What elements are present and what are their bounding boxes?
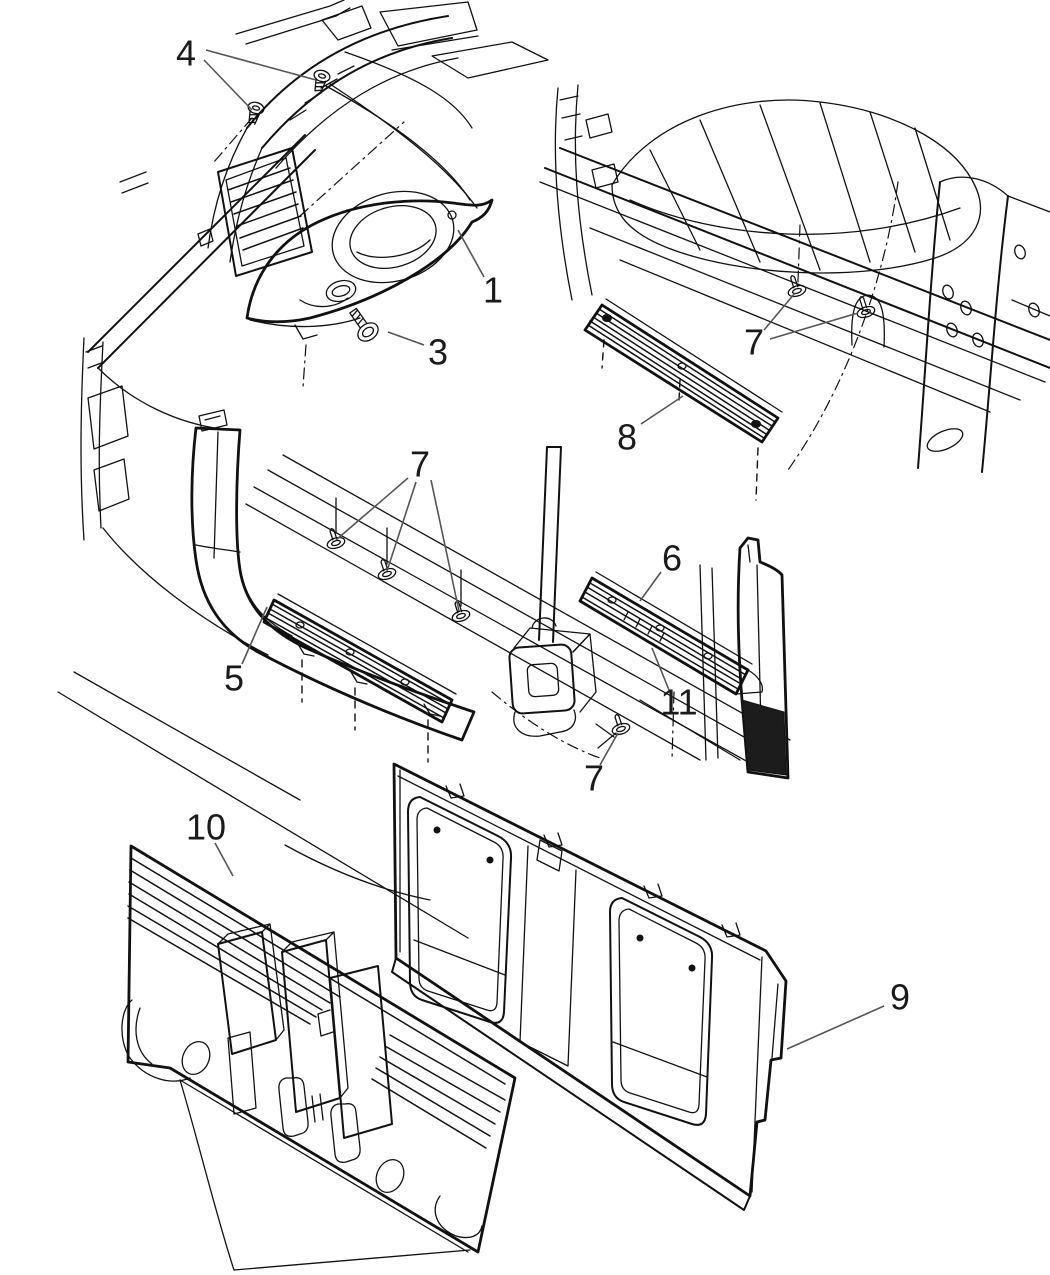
speaker-grille <box>741 699 787 776</box>
windshield-curves <box>325 51 478 209</box>
callout-1: 1 <box>483 270 503 311</box>
leader-line-1 <box>457 229 485 278</box>
defroster-vent <box>217 147 313 277</box>
leader-line-9 <box>786 1005 885 1050</box>
top-edge-notches <box>445 783 741 938</box>
push-pin-clip <box>326 497 346 550</box>
screw-icon <box>313 69 331 93</box>
callout-layer: 4 13 7 8 7 5 6 11 7 10 9 <box>176 33 910 1050</box>
leader-line-7 <box>430 479 460 612</box>
back-panel-recess <box>407 796 513 1024</box>
quarter-trim-panel <box>736 536 790 780</box>
center-rocker-lines <box>245 454 791 773</box>
push-pin-clip <box>377 527 397 581</box>
speaker-ring-inner <box>349 205 437 269</box>
leader-line-7 <box>763 292 796 331</box>
leader-line-10 <box>214 842 234 877</box>
leader-line-11 <box>651 647 670 691</box>
front-scuff-plate <box>583 298 783 501</box>
callout-11: 11 <box>660 682 697 723</box>
small-grommet <box>325 279 357 303</box>
leader-line-7 <box>335 477 409 541</box>
sill-end-lines <box>639 564 741 761</box>
panel-axis-line <box>299 121 405 217</box>
instrument-panel <box>87 134 316 431</box>
mounting-bolt <box>349 307 379 342</box>
push-pin-clip <box>851 294 885 348</box>
door-shut-pillar <box>554 84 619 301</box>
leader-line-7 <box>769 312 859 340</box>
leader-line-7 <box>386 481 417 572</box>
seat-belt-anchor <box>508 446 597 737</box>
clip-axis-curve <box>491 691 601 759</box>
panel-ribs <box>371 1034 506 1149</box>
callout-9: 9 <box>890 977 910 1018</box>
push-pin-clip <box>787 275 807 298</box>
cowl-trim-panel <box>245 190 494 388</box>
oval-hole <box>375 1158 405 1194</box>
b-pillar-band <box>917 176 1050 473</box>
bolt-icon <box>349 307 379 342</box>
leader-line-4 <box>205 49 317 81</box>
callout-7: 7 <box>744 322 764 363</box>
leader-line-8 <box>640 395 684 425</box>
clip-axis-line <box>671 691 675 761</box>
rear-cab-lower-panel <box>121 844 517 1271</box>
floor-pan-mesh <box>611 99 982 274</box>
push-pin-clip <box>451 569 471 623</box>
callout-5: 5 <box>224 658 244 699</box>
oval-hole <box>181 1040 211 1076</box>
leader-line-7 <box>599 732 619 766</box>
screw-hole <box>447 210 457 220</box>
mounting-screws <box>247 69 331 125</box>
callout-7: 7 <box>410 444 430 485</box>
push-pin-clip <box>595 714 631 749</box>
leader-line-3 <box>387 331 425 346</box>
callout-6: 6 <box>662 538 682 579</box>
rear-cab-back-panel <box>391 762 788 1211</box>
leader-line-5 <box>241 606 268 665</box>
ip-and-a-pillar-assembly <box>87 0 549 431</box>
lower-slots <box>278 1077 483 1239</box>
center-front-scuff <box>262 593 457 763</box>
rear-scuff-plate <box>578 571 764 696</box>
speaker-ring-outer <box>331 190 455 284</box>
belt-webbing <box>538 446 562 643</box>
standing-tabs <box>217 923 393 1139</box>
rocker-slot <box>926 428 964 452</box>
corner-bracket <box>121 999 257 1115</box>
clip-axis-curve <box>787 181 899 471</box>
a-pillar-band <box>207 15 459 263</box>
callout-4: 4 <box>176 33 196 74</box>
front-door-sill-assembly <box>539 84 1050 501</box>
back-panel-recess <box>609 897 714 1126</box>
callout-3: 3 <box>428 332 448 373</box>
leader-line-6 <box>639 571 662 602</box>
callout-10: 10 <box>186 807 226 848</box>
clip-axis-line <box>797 224 801 283</box>
panel-ribs <box>127 857 506 1085</box>
center-strip <box>519 839 577 1067</box>
pillar-sill-trim-panel <box>190 409 476 742</box>
leader-line-4 <box>203 59 253 111</box>
screw-axis-line <box>213 117 253 163</box>
roof-header-fragments <box>235 0 549 79</box>
left-body-fragment <box>57 337 469 939</box>
callout-7: 7 <box>584 758 604 799</box>
center-sill-assembly <box>57 337 791 939</box>
callout-8: 8 <box>617 417 637 458</box>
